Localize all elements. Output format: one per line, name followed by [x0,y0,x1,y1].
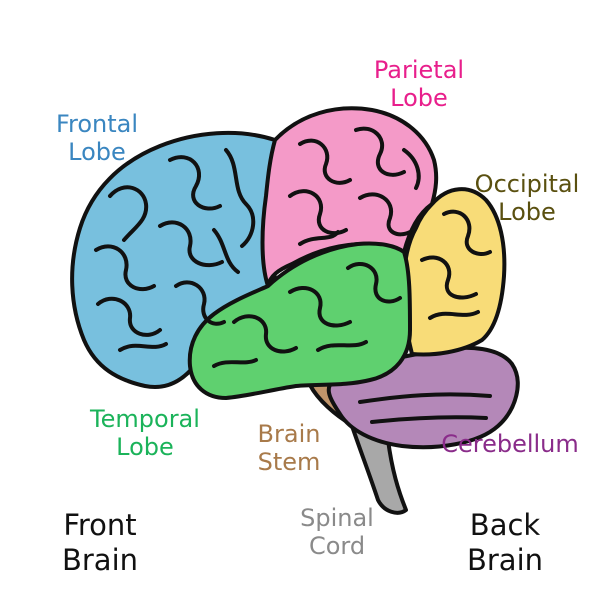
back-brain-label-line-2: Brain [466,543,544,578]
occipital-label-line-1: Occipital [474,170,580,198]
parietal-lobe-label: Parietal Lobe [360,56,478,113]
parietal-label-line-1: Parietal [373,56,465,84]
temporal-label-line-1: Temporal [90,405,200,433]
brain-stem-label-line-2: Stem [257,448,321,477]
occipital-lobe-label: Occipital Lobe [462,170,592,227]
spinal-cord-label: Spinal Cord [282,504,392,561]
cerebellum-label-line-1: Cerebellum [441,430,579,458]
frontal-label-line-1: Frontal [55,110,139,138]
brain-stem-label: Brain Stem [244,420,334,477]
back-brain-label-line-1: Back [469,508,541,542]
back-brain-label: Back Brain [445,508,565,579]
brain-stem-label-line-1: Brain [257,420,321,448]
front-brain-label-line-1: Front [63,508,137,542]
frontal-label-line-2: Lobe [68,138,126,167]
cerebellum-label: Cerebellum [430,430,590,458]
spinal-cord-label-line-1: Spinal [300,504,374,532]
frontal-lobe-label: Frontal Lobe [42,110,152,167]
brain-folds [94,126,492,424]
parietal-label-line-2: Lobe [390,84,448,113]
spinal-cord-label-line-2: Cord [308,532,366,561]
temporal-lobe-label: Temporal Lobe [80,405,210,462]
front-brain-label: Front Brain [40,508,160,579]
temporal-label-line-2: Lobe [116,433,174,462]
occipital-label-line-2: Lobe [498,198,556,227]
front-brain-label-line-2: Brain [61,543,139,578]
temporal-lobe-shape [187,241,412,400]
